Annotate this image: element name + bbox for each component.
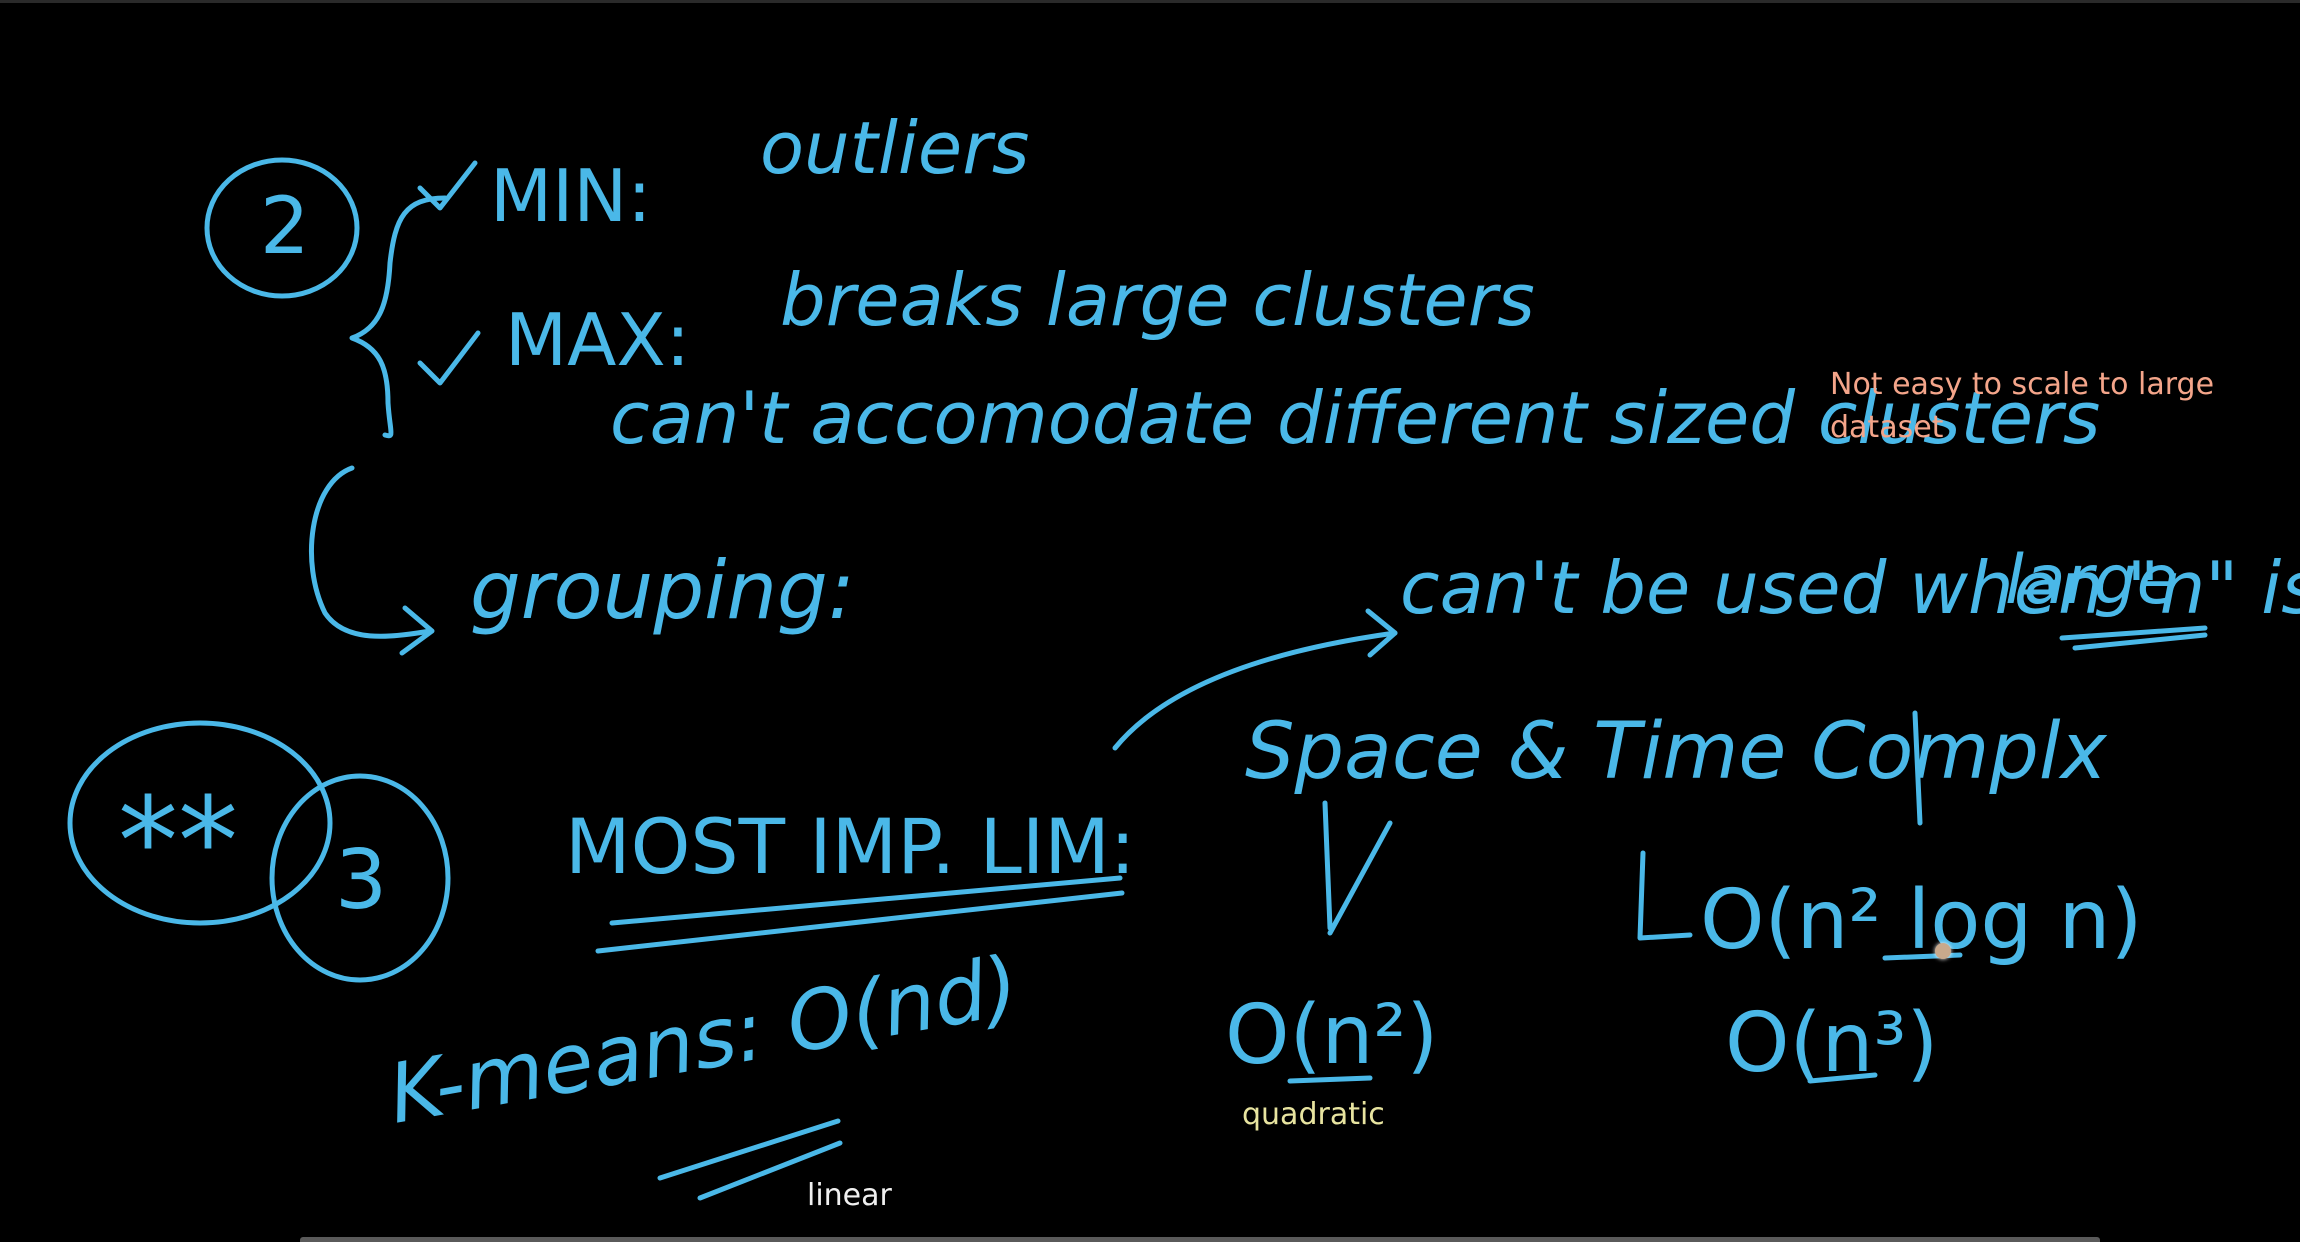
max-text-2: can't accomodate different sized cluster…: [610, 376, 2100, 460]
cant-be-used-arrow: [1112, 630, 1398, 751]
note-linear: linear: [807, 1178, 892, 1213]
grouping-hook-arrow: [308, 465, 433, 639]
space-arrow: [1322, 800, 1393, 936]
cant-be-used-text: can't be used when "n" is: [1400, 546, 2300, 630]
grouping-arrowhead: [399, 605, 435, 656]
complx-arrow: [1912, 710, 1923, 826]
kmeans-text: K-means: O(nd): [382, 939, 1025, 1143]
note-quadratic: quadratic: [1242, 1097, 1385, 1132]
handwritten-notes: 2 MIN: outliers MAX: breaks large cluste…: [67, 106, 2300, 1201]
o-n2-text: O(n²): [1225, 988, 1438, 1083]
check-max: [417, 330, 481, 386]
stars-label: **: [118, 773, 238, 912]
o-n3-underline: [1807, 1072, 1878, 1084]
circle-2-outline: [204, 157, 360, 299]
video-progress-bar[interactable]: [300, 1237, 2100, 1242]
min-label: MIN:: [490, 154, 651, 238]
most-imp-underline: [595, 875, 1125, 954]
check-min: [417, 160, 478, 211]
large-text: large: [2005, 541, 2179, 620]
cant-be-used-arrowhead: [1365, 608, 1398, 658]
laser-pointer-icon: [1935, 943, 1951, 959]
max-text: breaks large clusters: [780, 258, 1535, 342]
circle-3-label: 3: [335, 833, 387, 928]
o-n3-text: O(n³): [1725, 996, 1938, 1091]
max-label: MAX:: [505, 298, 690, 382]
stars-circle: [67, 720, 333, 926]
circle-2-label: 2: [260, 182, 310, 272]
o-n2-underline: [1287, 1075, 1373, 1084]
note-not-easy-to-scale: Not easy to scale to large dataset: [1830, 367, 2215, 445]
grouping-text: grouping:: [470, 544, 855, 637]
min-text: outliers: [760, 106, 1029, 190]
time-hook: [1637, 850, 1693, 941]
curly-brace: [349, 195, 448, 439]
most-imp-text: MOST IMP. LIM:: [565, 802, 1135, 891]
space-time-text: Space & Time Complx: [1245, 707, 2108, 797]
circle-3-outline: [269, 773, 451, 983]
o-n2logn-text: O(n² log n): [1700, 873, 2142, 968]
kmeans-underline: [657, 1118, 843, 1201]
large-underline: [2059, 625, 2208, 651]
